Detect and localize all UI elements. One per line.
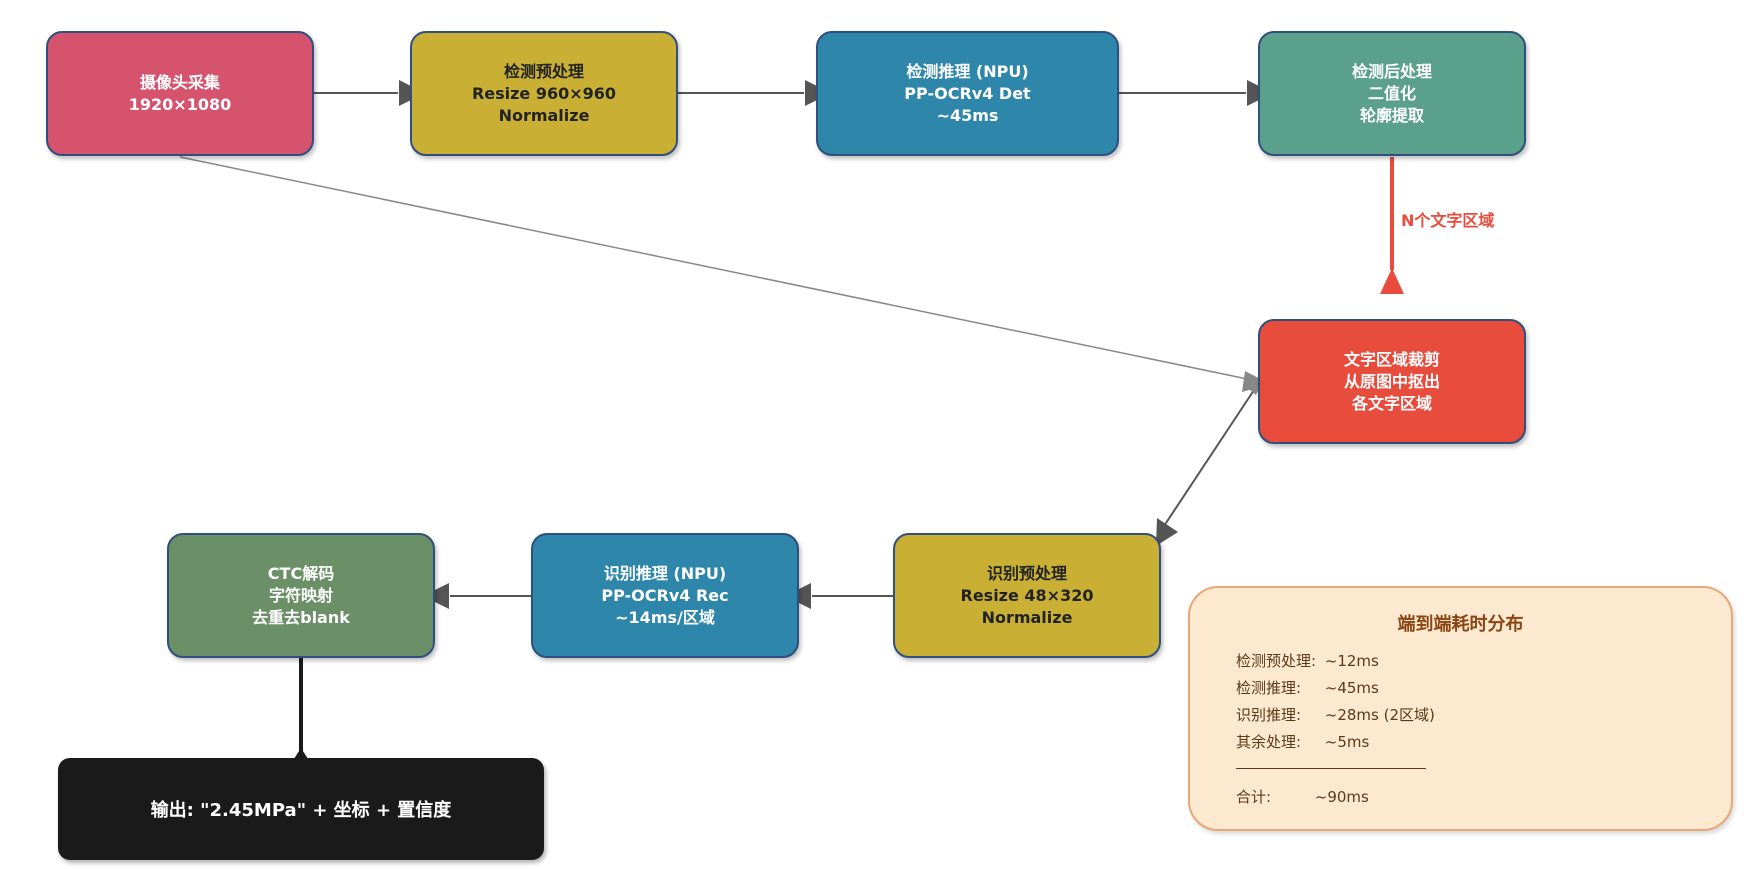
timing-row-value: ~45ms [1324,679,1379,697]
timing-total-label: 合计: [1236,788,1272,806]
node-ctc-decode: CTC解码 字符映射 去重去blank [167,533,435,658]
timing-row-value: ~5ms [1324,733,1370,751]
timing-total-value: ~90ms [1314,788,1369,806]
node-capture-line-2: 1920×1080 [128,94,232,114]
node-det-inference-line-3: ~45ms [936,105,999,125]
node-rec-preprocess-line-3: Normalize [981,607,1073,627]
node-rec-preprocess-line-2: Resize 48×320 [960,585,1094,605]
timing-row-rec-inference: 识别推理: ~28ms (2区域) [1236,704,1435,725]
timing-row-other: 其余处理: ~5ms [1236,731,1369,752]
node-text-crop: 文字区域裁剪 从原图中抠出 各文字区域 [1258,319,1526,444]
node-rec-inference-line-2: PP-OCRv4 Rec [601,585,729,605]
timing-row-label: 识别推理: [1236,706,1302,724]
node-det-postprocess-line-2: 二值化 [1367,83,1416,103]
node-capture-line-1: 摄像头采集 [139,72,220,92]
node-det-inference-line-1: 检测推理 (NPU) [906,61,1029,81]
node-rec-preprocess-line-1: 识别预处理 [986,563,1067,583]
node-ctc-decode-line-3: 去重去blank [252,607,350,627]
output-result-label: 输出: "2.45MPa" + 坐标 + 置信度 [150,800,452,821]
timing-row-det-preprocess: 检测预处理: ~12ms [1236,650,1379,671]
node-rec-inference-line-1: 识别推理 (NPU) [603,563,727,583]
node-ctc-decode-line-1: CTC解码 [267,563,335,583]
node-det-preprocess-line-1: 检测预处理 [503,61,584,81]
node-rec-inference-line-3: ~14ms/区域 [615,607,715,627]
timing-row-total: 合计: ~90ms [1236,786,1369,807]
node-det-postprocess-line-1: 检测后处理 [1351,61,1432,81]
timing-row-value: ~12ms [1324,652,1379,670]
edge-label-text-regions: N个文字区域 [1401,211,1495,230]
node-text-crop-line-3: 各文字区域 [1351,393,1432,413]
timing-row-label: 检测预处理: [1236,652,1317,670]
timing-breakdown-panel: 端到端耗时分布 检测预处理: ~12ms 检测推理: ~45ms 识别推理: ~… [1188,586,1733,831]
node-det-preprocess-line-2: Resize 960×960 [471,83,617,103]
timing-panel-title: 端到端耗时分布 [1397,614,1524,635]
timing-row-label: 检测推理: [1236,679,1302,697]
node-det-preprocess-line-3: Normalize [498,105,590,125]
node-text-crop-line-1: 文字区域裁剪 [1343,349,1440,369]
node-det-postprocess-line-3: 轮廓提取 [1359,105,1424,125]
arrowhead [1156,518,1178,546]
edge-crop-to-recpre [1163,383,1259,527]
node-det-preprocess: 检测预处理 Resize 960×960 Normalize [410,31,678,156]
arrowhead [1380,268,1404,294]
node-det-inference: 检测推理 (NPU) PP-OCRv4 Det ~45ms [816,31,1119,156]
timing-row-label: 其余处理: [1236,733,1302,751]
node-rec-preprocess: 识别预处理 Resize 48×320 Normalize [893,533,1161,658]
node-text-crop-line-2: 从原图中抠出 [1343,371,1440,391]
output-result-box: 输出: "2.45MPa" + 坐标 + 置信度 [58,758,544,860]
timing-divider [1236,768,1426,769]
timing-row-value: ~28ms (2区域) [1324,706,1435,724]
node-det-inference-line-2: PP-OCRv4 Det [904,83,1031,103]
node-ctc-decode-line-2: 字符映射 [268,585,333,605]
edge-capture-to-crop [179,156,1253,381]
node-capture: 摄像头采集 1920×1080 [46,31,314,156]
timing-row-det-inference: 检测推理: ~45ms [1236,677,1379,698]
node-rec-inference: 识别推理 (NPU) PP-OCRv4 Rec ~14ms/区域 [531,533,799,658]
arrowhead [423,583,449,609]
node-det-postprocess: 检测后处理 二值化 轮廓提取 [1258,31,1526,156]
